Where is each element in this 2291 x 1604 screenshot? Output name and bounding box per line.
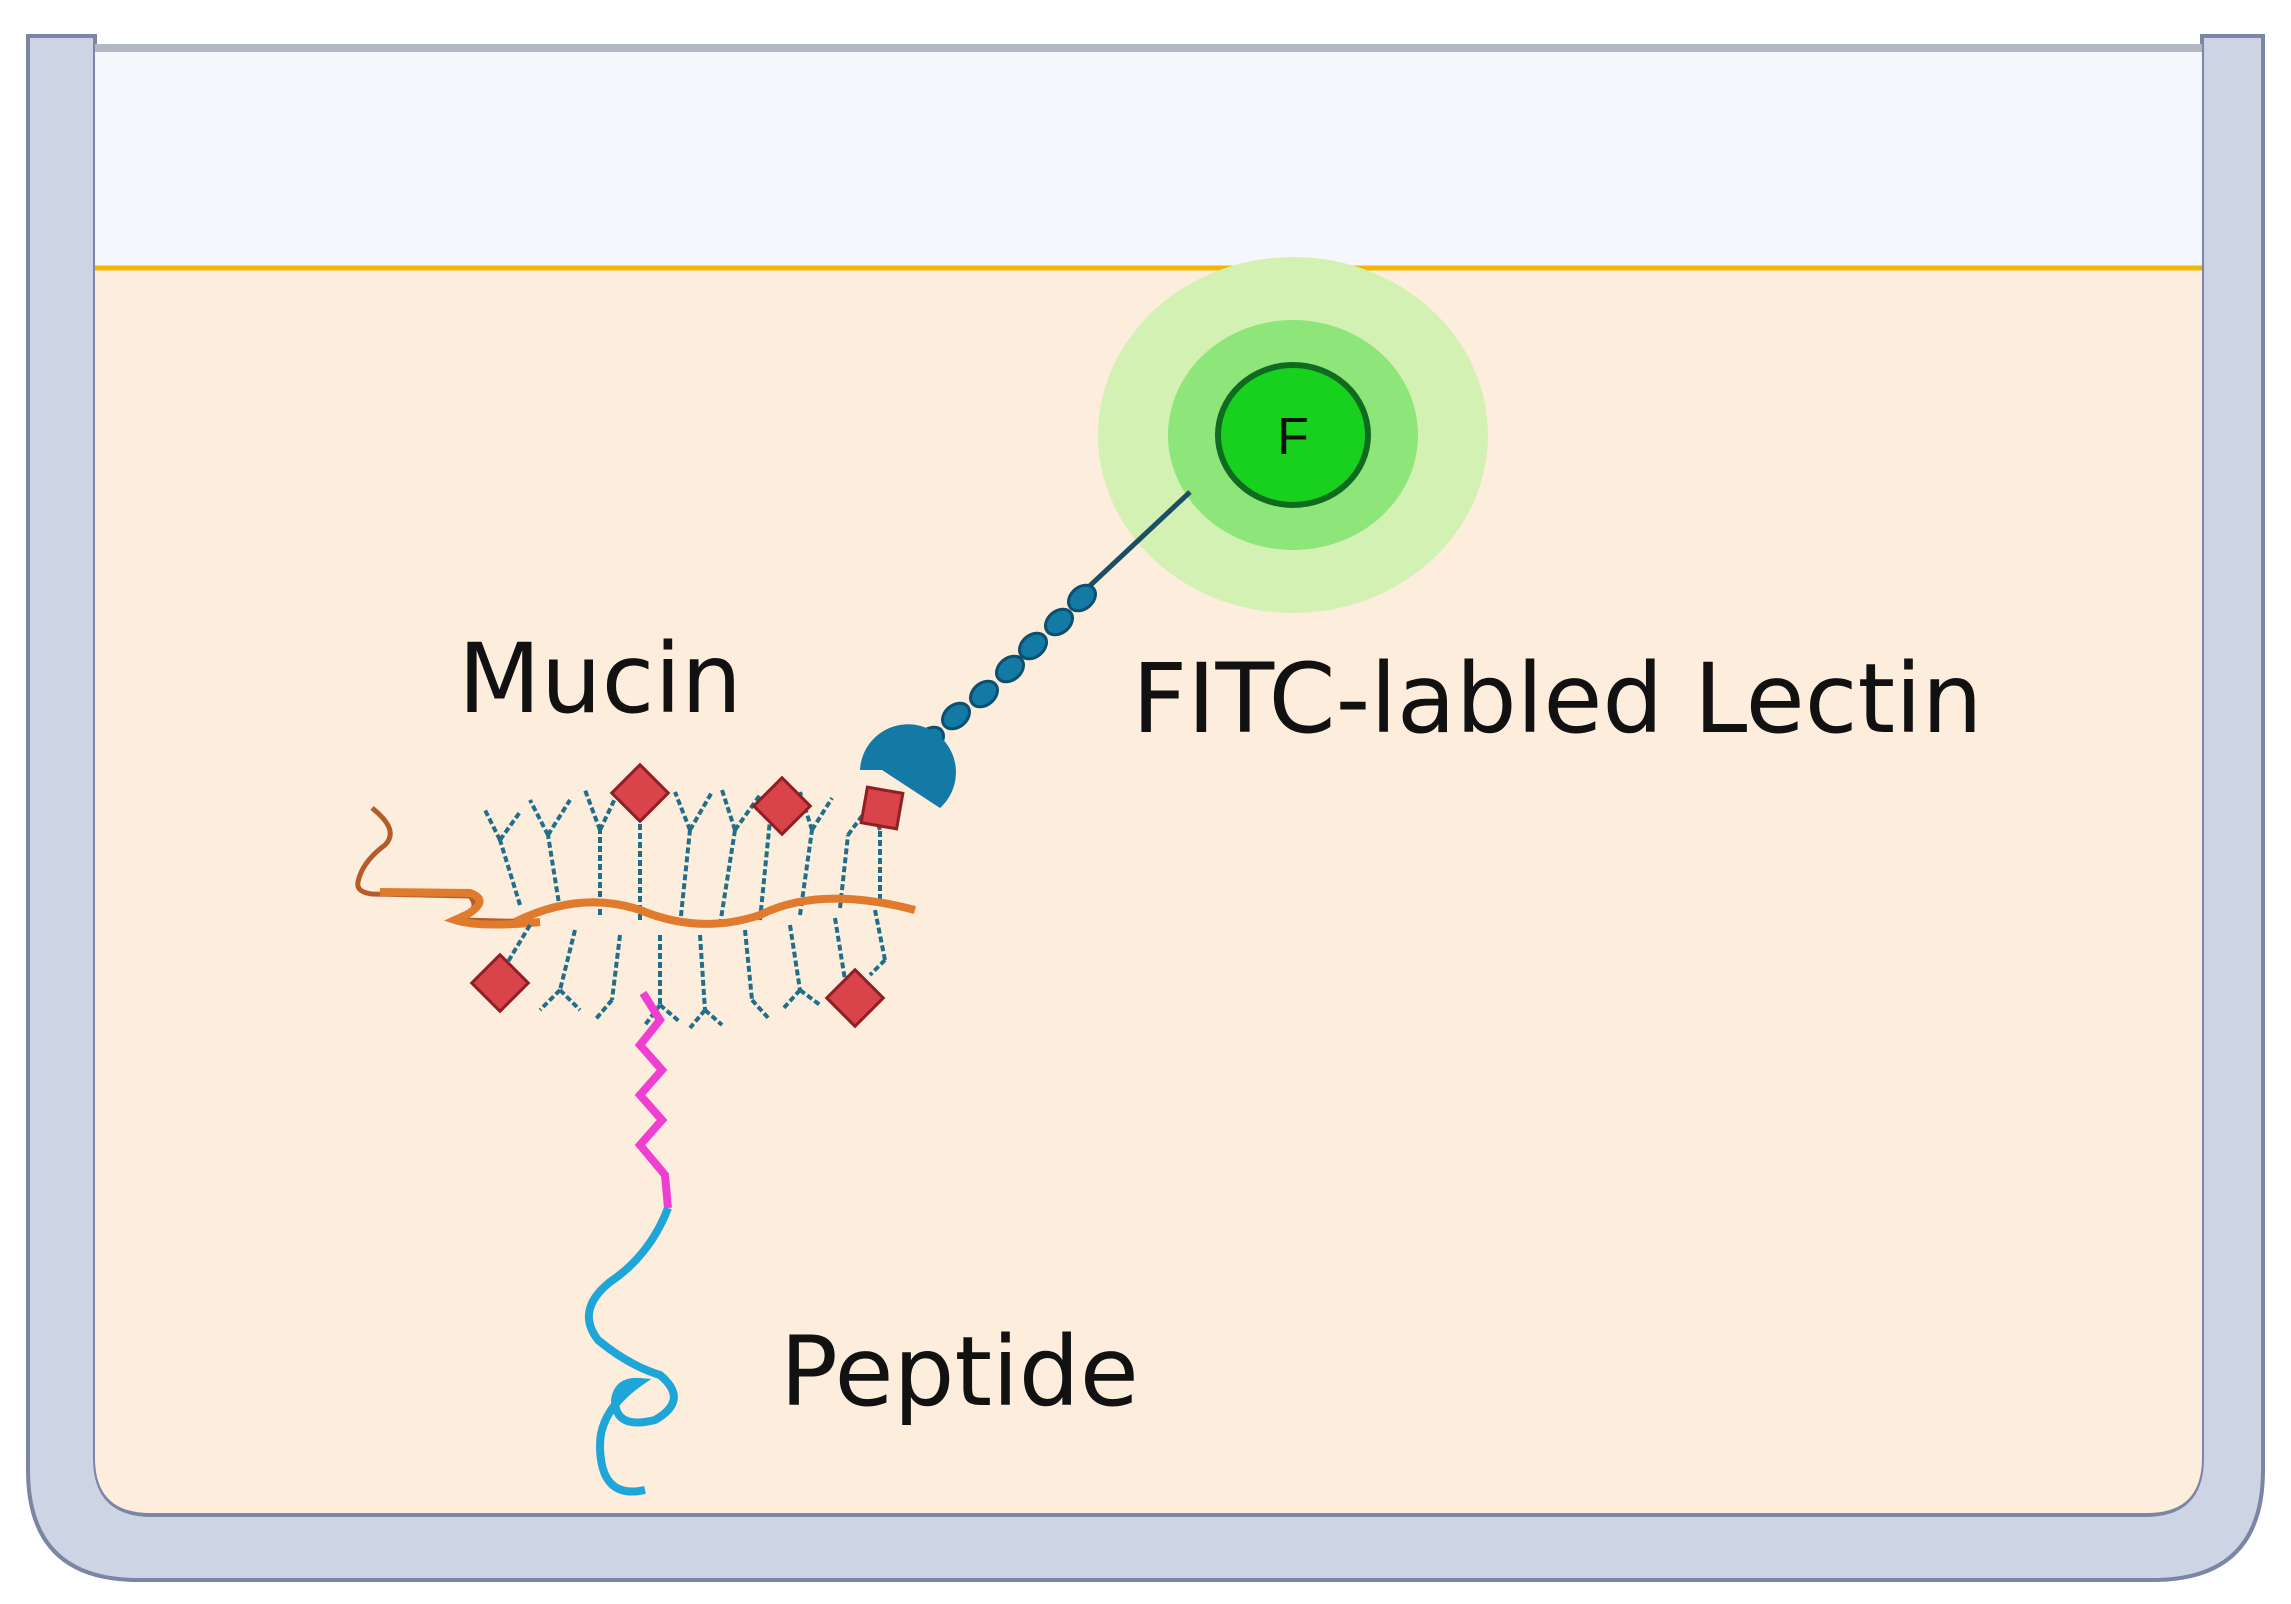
fluorophore-label: F [1277, 408, 1309, 466]
well-container [26, 34, 2265, 1582]
peptide-label: Peptide [780, 1316, 1139, 1428]
lectin-label: FITC-labled Lectin [1132, 643, 1983, 755]
lectin-linker [1078, 490, 1192, 597]
peptide-chain [585, 1206, 678, 1496]
peptide-linker [634, 990, 672, 1209]
air-region [95, 48, 2202, 268]
mucin-label: Mucin [458, 623, 742, 735]
liquid-region [95, 268, 2202, 1513]
lectin-binding-head [860, 724, 956, 808]
lectin-protein-icon [860, 490, 1192, 808]
peptide-chain-icon [585, 990, 678, 1496]
sugar-residues [469, 762, 905, 1029]
mucin-backbone [513, 894, 917, 928]
fitc-fluorophore-icon: F [1098, 257, 1488, 613]
container-wall [26, 34, 2265, 1582]
glycoprotein-icon [355, 762, 917, 1030]
fluorophore-core [1215, 362, 1371, 508]
